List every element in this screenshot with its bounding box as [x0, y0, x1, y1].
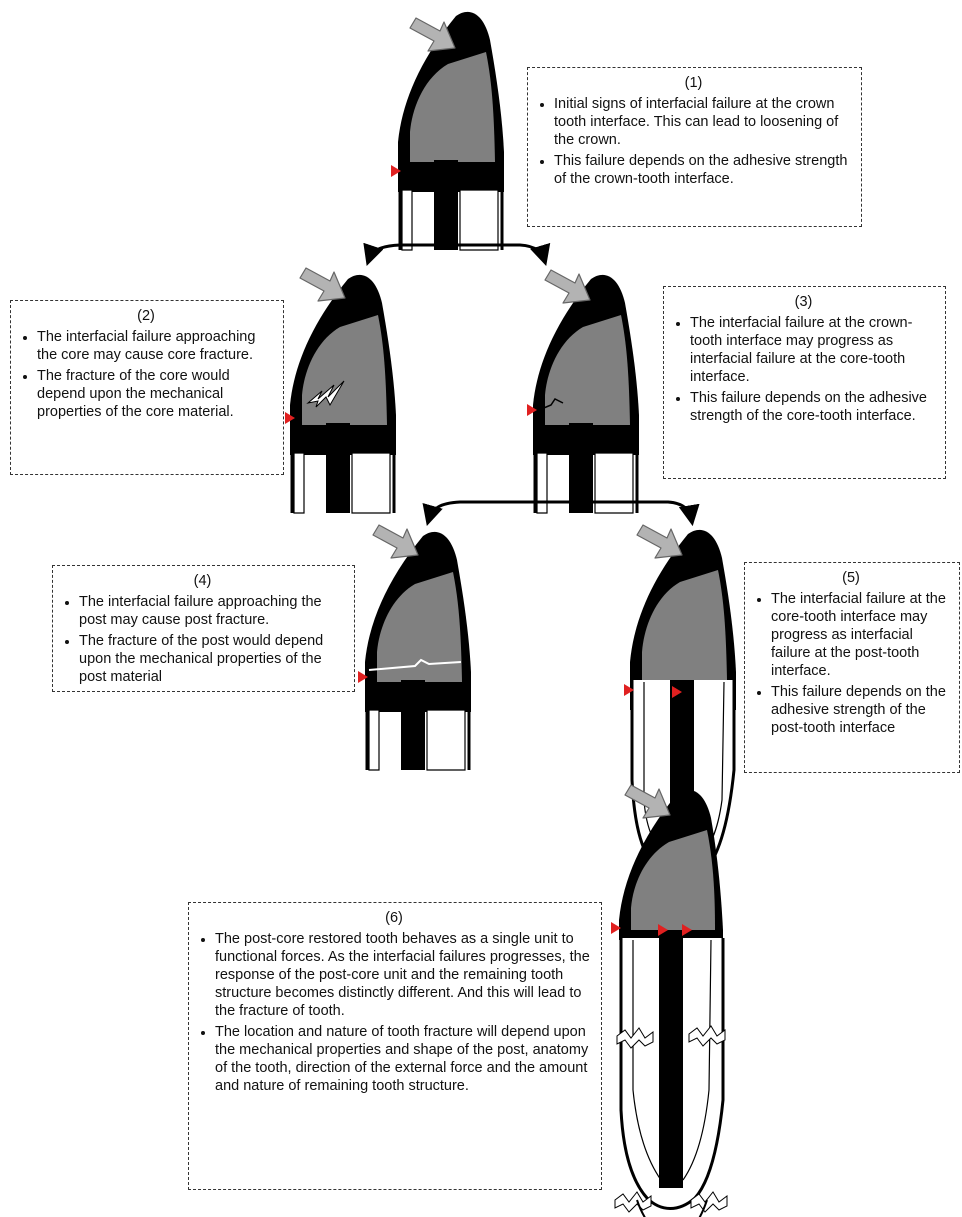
branch-arrow-1 [363, 242, 551, 267]
caption-bullet: The interfacial failure approaching the … [37, 328, 275, 364]
caption-box-1: (1) Initial signs of interfacial failure… [527, 67, 862, 227]
caption-bullet: This failure depends on the adhesive str… [690, 389, 937, 425]
caption-box-4: (4) The interfacial failure approaching … [52, 565, 355, 692]
caption-number: (3) [794, 294, 813, 310]
tooth-4 [363, 530, 473, 772]
caption-number: (6) [385, 910, 403, 926]
caption-bullet: The interfacial failure at the core-toot… [771, 590, 951, 680]
branch-arrow-2 [422, 500, 700, 527]
force-arrow-icon [409, 17, 456, 52]
caption-bullet: This failure depends on the adhesive str… [771, 683, 951, 737]
caption-bullet: Initial signs of interfacial failure at … [554, 95, 853, 149]
force-arrow-icon [544, 269, 591, 304]
caption-box-6: (6) The post-core restored tooth behaves… [188, 902, 602, 1190]
caption-number: (1) [684, 75, 703, 91]
caption-number: (4) [193, 573, 212, 589]
caption-box-2: (2) The interfacial failure approaching … [10, 300, 284, 475]
caption-bullet: The post-core restored tooth behaves as … [215, 930, 593, 1020]
tooth-3 [531, 273, 641, 515]
tooth-2 [288, 273, 398, 515]
caption-number: (5) [842, 570, 860, 586]
caption-bullet: The interfacial failure at the crown-too… [690, 314, 937, 386]
caption-bullet: This failure depends on the adhesive str… [554, 152, 853, 188]
caption-bullet: The location and nature of tooth fractur… [215, 1023, 593, 1095]
force-arrow-icon [372, 524, 419, 559]
caption-bullet: The interfacial failure approaching the … [79, 593, 346, 629]
caption-box-3: (3) The interfacial failure at the crown… [663, 286, 946, 479]
force-arrow-icon [299, 267, 346, 302]
force-arrow-icon [636, 524, 683, 559]
caption-number: (2) [137, 308, 155, 324]
caption-bullet: The fracture of the post would depend up… [79, 632, 346, 686]
caption-box-5: (5) The interfacial failure at the core-… [744, 562, 960, 773]
caption-bullet: The fracture of the core would depend up… [37, 367, 275, 421]
tooth-6 [614, 789, 728, 1217]
